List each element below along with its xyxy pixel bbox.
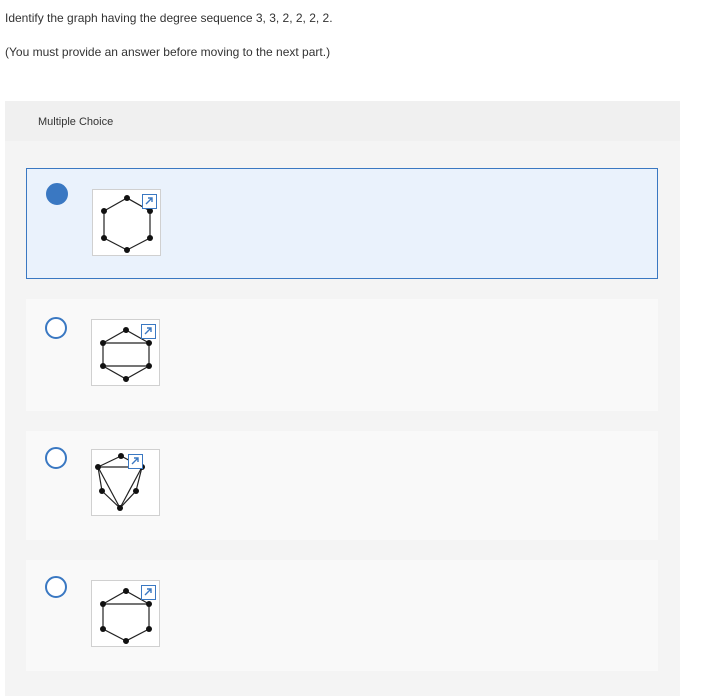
graph-hexagon-with-top-chord (100, 588, 152, 644)
radio-button-option-2[interactable] (45, 317, 67, 339)
expand-image-icon[interactable] (128, 454, 143, 469)
expand-image-icon[interactable] (141, 324, 156, 339)
expand-image-icon[interactable] (142, 194, 157, 209)
question-note: (You must provide an answer before movin… (5, 45, 331, 59)
choice-option-4[interactable] (26, 560, 658, 671)
radio-button-option-4[interactable] (45, 576, 67, 598)
graph-image-option-1[interactable] (92, 189, 161, 256)
graph-image-option-2[interactable] (91, 319, 160, 386)
graph-pentagon-with-diagonals (95, 453, 145, 511)
radio-button-option-3[interactable] (45, 447, 67, 469)
graph-hexagon-with-chord (100, 327, 152, 382)
choice-option-3[interactable] (26, 431, 658, 540)
radio-button-option-1[interactable] (46, 183, 68, 205)
multiple-choice-label: Multiple Choice (38, 116, 114, 128)
graph-hexagon (101, 195, 153, 253)
multiple-choice-header: Multiple Choice (5, 101, 680, 141)
multiple-choice-panel: Multiple Choice (5, 101, 680, 696)
graph-image-option-4[interactable] (91, 580, 160, 647)
choice-option-2[interactable] (26, 299, 658, 411)
graph-image-option-3[interactable] (91, 449, 160, 516)
expand-image-icon[interactable] (141, 585, 156, 600)
question-text: Identify the graph having the degree seq… (5, 11, 333, 25)
choice-option-1[interactable] (26, 168, 658, 279)
